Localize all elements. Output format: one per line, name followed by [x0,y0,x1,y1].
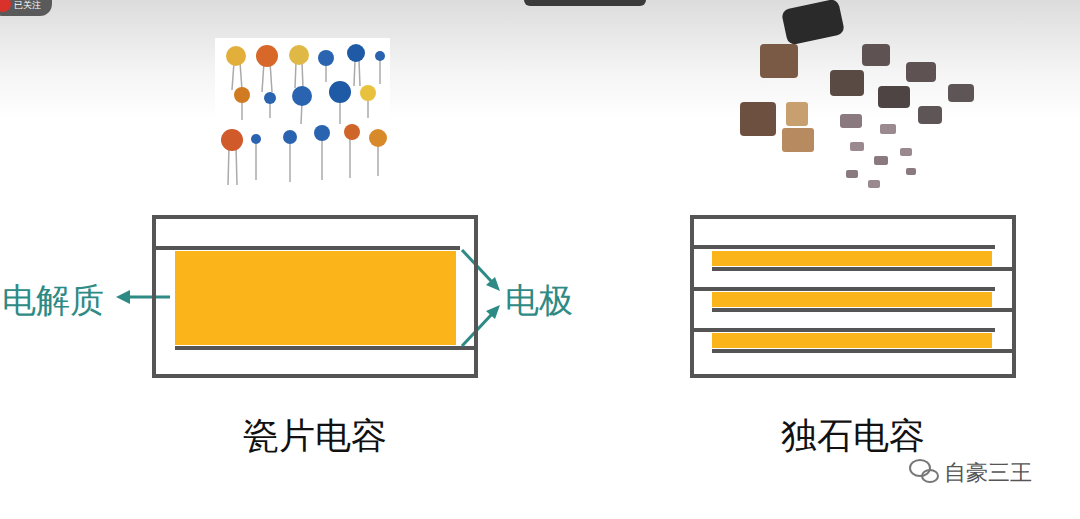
capacitor-box: 独石电容 [690,215,1016,378]
watermark: 自豪三王 [944,458,1032,488]
mlcc-drawing [692,247,1013,351]
follow-dot [0,0,11,12]
caption: 瓷片电容 [156,412,474,461]
leader-arrows [116,250,500,346]
ceramic-capacitor-drawing [154,248,476,348]
caption: 独石电容 [694,412,1012,461]
part-label: 电极 [505,278,573,324]
top-bar [524,0,646,6]
disc-capacitors-photo [215,38,390,190]
wechat-icon [910,460,938,482]
smd-capacitors-photo [740,0,974,188]
follow-pill [0,0,52,16]
capacitor-box: 瓷片电容 [152,215,478,378]
follow-text: 已关注 [14,0,41,12]
part-label: 电解质 [2,278,104,324]
